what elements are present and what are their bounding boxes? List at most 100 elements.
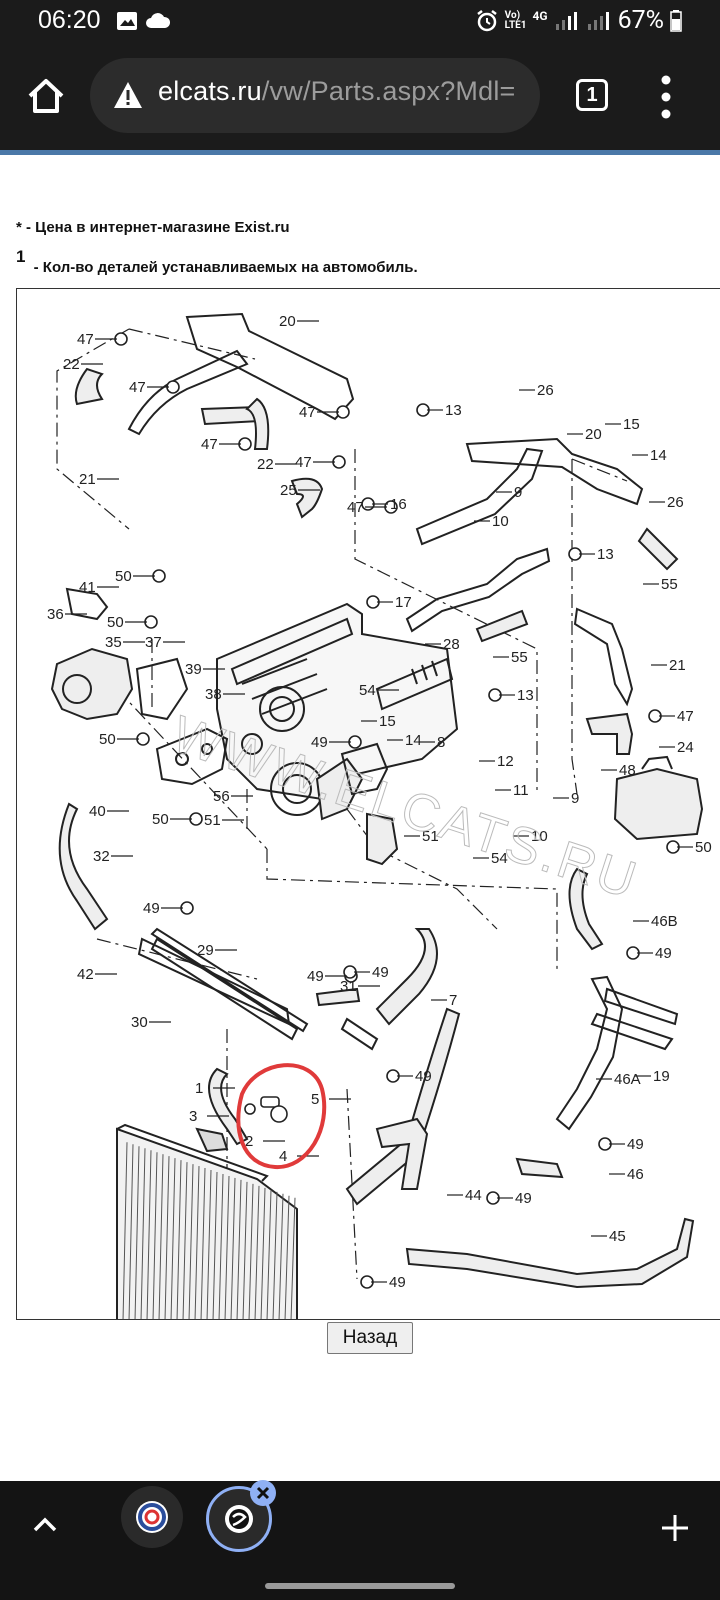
part-number-label: 49 [655, 945, 672, 962]
part-number-label: 15 [379, 713, 396, 730]
part-number-label: 56 [213, 788, 230, 805]
part-number-label: 14 [650, 447, 667, 464]
part-number-label: 22 [257, 456, 274, 473]
part-number-label: 44 [465, 1187, 482, 1204]
status-time: 06:20 [38, 6, 101, 34]
part-number-label: 24 [677, 739, 694, 756]
gallery-icon [117, 12, 137, 30]
cloud-icon [146, 13, 171, 28]
back-button[interactable]: Назад [327, 1322, 413, 1354]
part-number-label: 14 [405, 732, 422, 749]
part-number-label: 41 [79, 579, 96, 596]
part-number-label: 17 [395, 594, 412, 611]
hoses [58, 312, 695, 1289]
part-number-label: 31 [340, 978, 357, 995]
radiator [116, 1123, 298, 1319]
part-number-label: 10 [531, 828, 548, 845]
battery-percent: 67% [617, 6, 664, 35]
part-number-label: 46A [614, 1071, 641, 1088]
part-number-label: 9 [514, 484, 522, 501]
part-number-label: 50 [115, 568, 132, 585]
part-number-label: 13 [597, 546, 614, 563]
part-number-label: 47 [201, 436, 218, 453]
part-number-label: 47 [347, 499, 364, 516]
part-number-label: 51 [204, 812, 221, 829]
home-icon[interactable] [24, 74, 68, 118]
part-number-label: 28 [443, 636, 460, 653]
part-number-label: 47 [299, 404, 316, 421]
more-menu-icon[interactable] [660, 74, 672, 120]
part-number-label: 26 [537, 382, 554, 399]
part-number-label: 38 [205, 686, 222, 703]
part-number-label: 2 [245, 1133, 253, 1150]
part-number-label: 13 [445, 402, 462, 419]
part-number-label: 32 [93, 848, 110, 865]
part-number-label: 12 [497, 753, 514, 770]
part-number-label: 49 [515, 1190, 532, 1207]
part-number-label: 11 [513, 782, 529, 799]
chevron-up-icon[interactable] [32, 1515, 58, 1533]
item-5-parts [244, 1096, 288, 1123]
part-number-label: 10 [492, 513, 509, 530]
tab-switcher-button[interactable]: 1 [576, 79, 608, 111]
part-number-label: 22 [63, 356, 80, 373]
site-logo-icon [136, 1501, 168, 1533]
part-number-label: 55 [661, 576, 678, 593]
network-type: 4G [532, 8, 548, 23]
gesture-handle [265, 1583, 455, 1589]
tab-favicon-1[interactable] [121, 1486, 183, 1548]
price-note: * - Цена в интернет-магазине Exist.ru [16, 219, 290, 236]
part-number-label: 16 [390, 496, 407, 513]
part-number-label: 49 [372, 964, 389, 981]
part-number-label: 49 [627, 1136, 644, 1153]
url-host: elcats.ru [158, 76, 262, 106]
pump-bracket [50, 647, 704, 1051]
quantity-note: 1 - Кол-во деталей устанавливаемых на ав… [16, 247, 418, 276]
address-bar[interactable]: elcats.ru/vw/Parts.aspx?Mdl= [90, 58, 540, 133]
url-path: /vw/Parts.aspx?Mdl= [261, 76, 516, 106]
part-number-label: 49 [311, 734, 328, 751]
new-tab-icon[interactable] [660, 1513, 690, 1543]
part-number-label: 4 [279, 1148, 287, 1165]
page-progress-bar [0, 150, 720, 155]
part-number-label: 29 [197, 942, 214, 959]
part-number-label: 7 [449, 992, 457, 1009]
part-number-label: 1 [195, 1080, 203, 1097]
quantity-text: - Кол-во деталей устанавливаемых на авто… [29, 259, 418, 276]
part-number-label: 5 [311, 1091, 319, 1108]
part-number-label: 40 [89, 803, 106, 820]
network-label: Vo) LTE1 [504, 9, 527, 31]
part-number-label: 9 [571, 790, 579, 807]
part-number-label: 47 [677, 708, 694, 725]
part-number-label: 13 [517, 687, 534, 704]
part-number-label: 3 [189, 1108, 197, 1125]
close-tab-icon[interactable] [250, 1480, 276, 1506]
part-number-label: 54 [491, 850, 508, 867]
leader-lines [65, 320, 693, 1283]
status-bar: 06:20 Vo) LTE1 4G 67% [0, 0, 720, 46]
battery-icon [670, 9, 682, 32]
url-text[interactable]: elcats.ru/vw/Parts.aspx?Mdl= [158, 76, 516, 107]
part-number-label: 49 [143, 900, 160, 917]
part-number-label: 21 [669, 657, 686, 674]
signal-2-icon [587, 11, 609, 30]
warning-icon[interactable] [112, 80, 144, 110]
part-number-label: 51 [422, 828, 439, 845]
price-text: - Цена в интернет-магазине Exist.ru [21, 219, 290, 236]
quantity-marker: 1 [16, 247, 26, 266]
engine-block [216, 602, 459, 866]
part-number-label: 49 [389, 1274, 406, 1291]
part-number-label: 20 [585, 426, 602, 443]
part-number-label: 50 [99, 731, 116, 748]
part-number-label: 37 [145, 634, 162, 651]
part-number-label: 49 [307, 968, 324, 985]
part-number-label: 48 [619, 762, 636, 779]
part-number-label: 45 [609, 1228, 626, 1245]
part-number-label: 8 [437, 734, 445, 751]
part-number-label: 50 [152, 811, 169, 828]
part-number-label: 42 [77, 966, 94, 983]
part-number-label: 26 [667, 494, 684, 511]
alarm-icon [476, 9, 497, 31]
red-highlight-circle [236, 1063, 327, 1170]
